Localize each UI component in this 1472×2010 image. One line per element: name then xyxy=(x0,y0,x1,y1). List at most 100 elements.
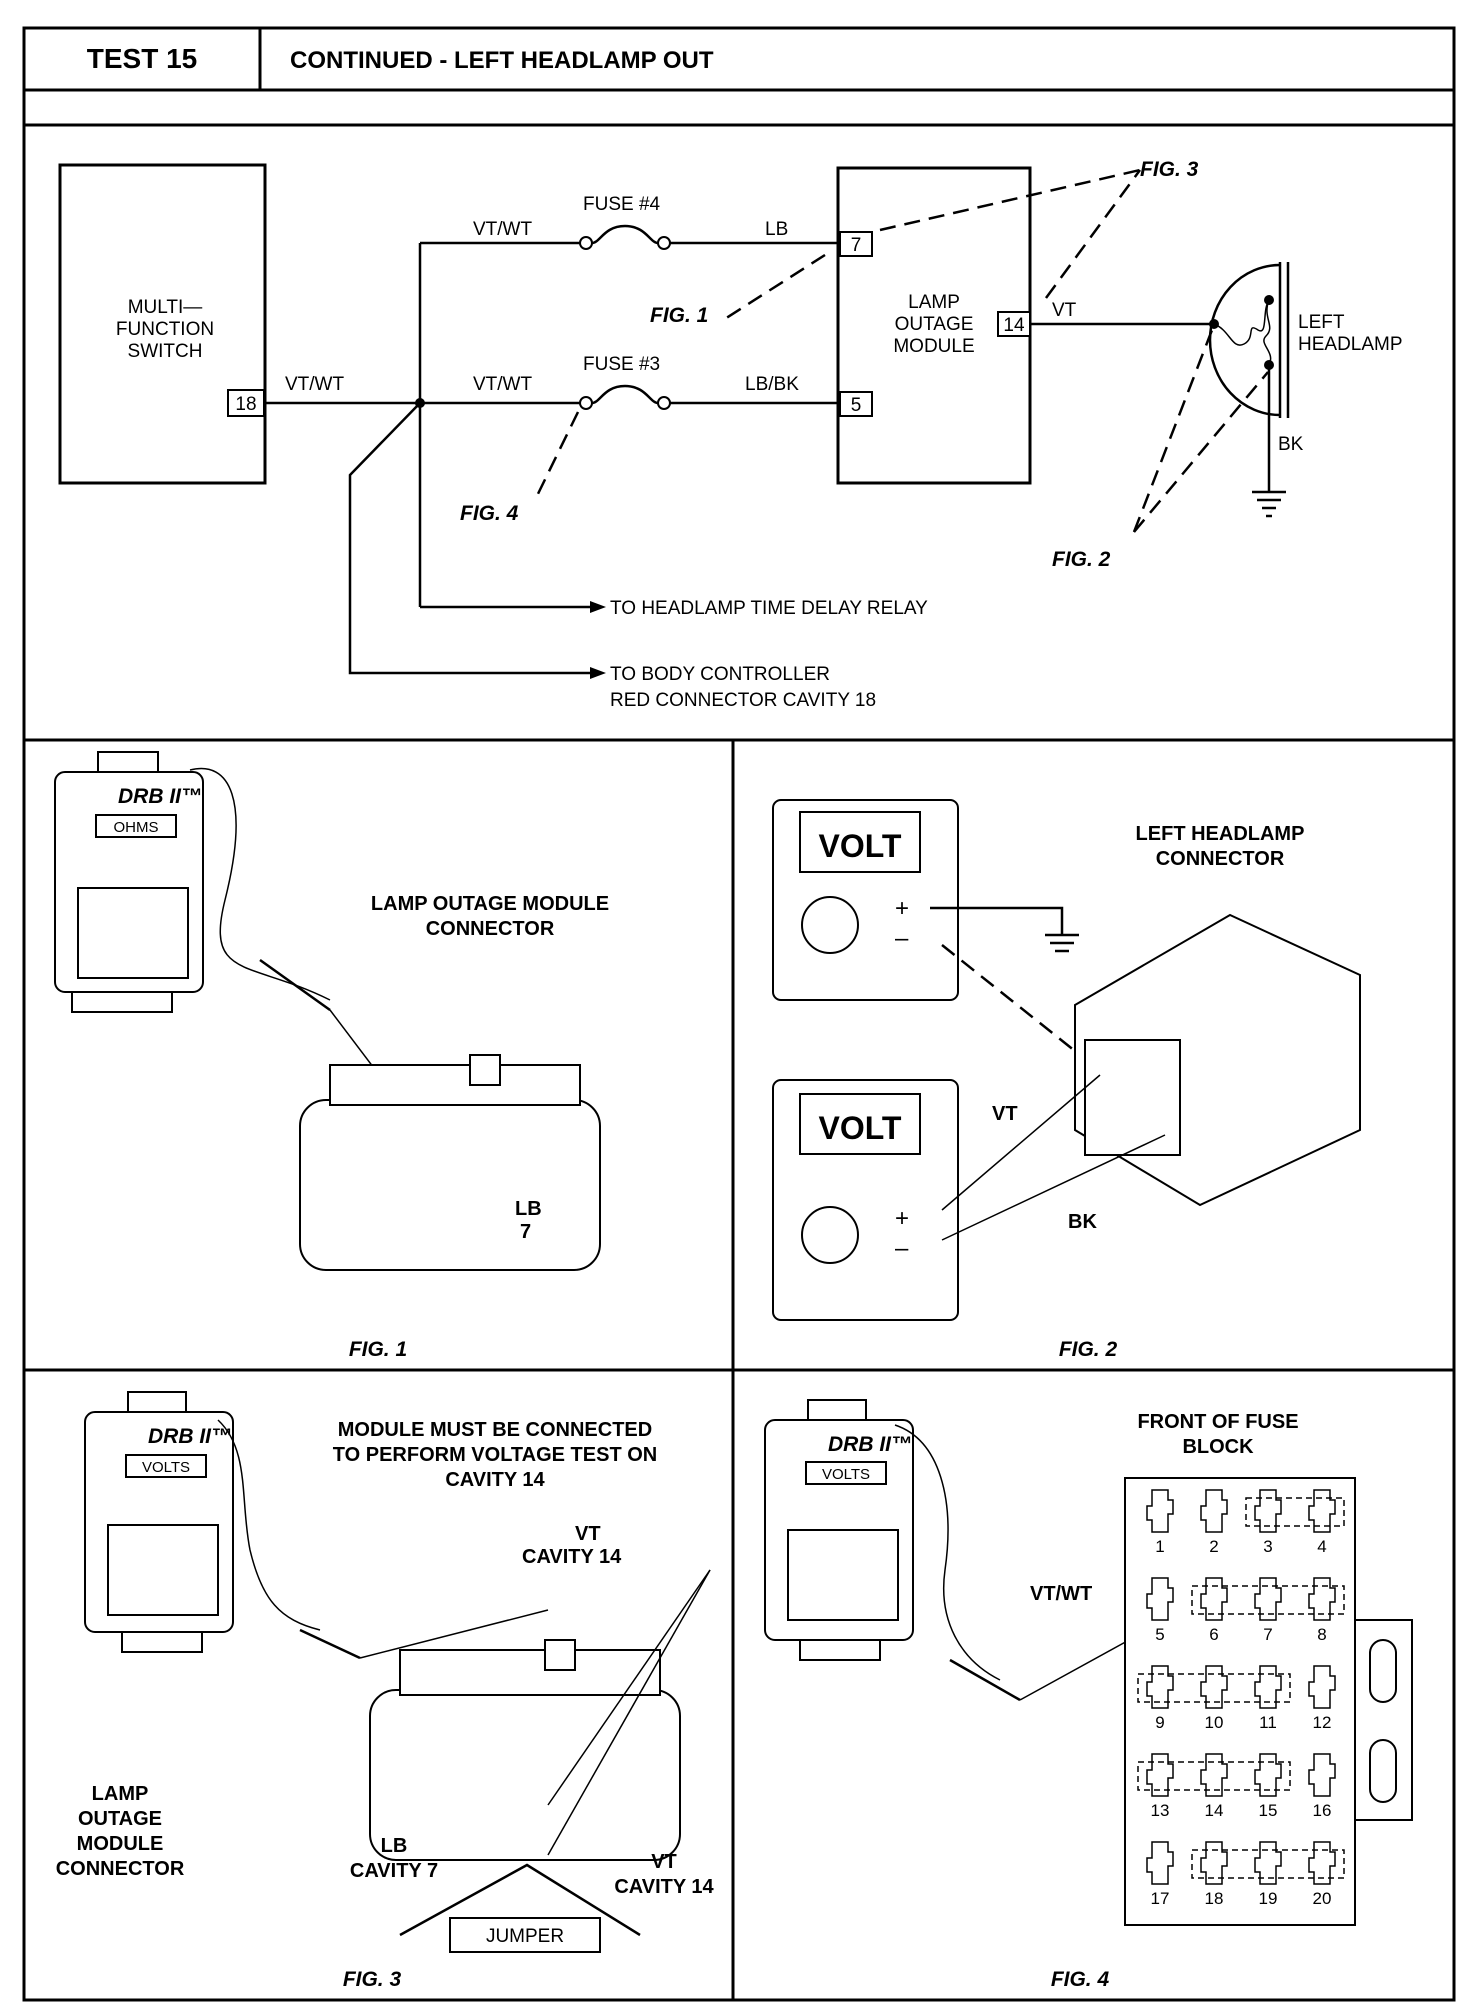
fig3-lb-2: CAVITY 7 xyxy=(350,1860,438,1882)
tester-brand: DRB II™ xyxy=(148,1425,232,1448)
wire-lb-label: LB xyxy=(765,219,788,240)
fuse-group-outline xyxy=(1191,1585,1345,1615)
lom-label-2: OUTAGE xyxy=(895,314,974,335)
headlamp-housing xyxy=(1208,263,1281,417)
fuse-number: 5 xyxy=(1155,1625,1164,1644)
fig1-caption: FIG. 1 xyxy=(349,1338,407,1361)
switch-label-3: SWITCH xyxy=(128,341,203,362)
fig2-wire-vt: VT xyxy=(992,1103,1018,1125)
wire-fuse3-in-label: VT/WT xyxy=(473,374,532,395)
fuse-cavity xyxy=(1254,1577,1282,1621)
ref-fig2: FIG. 2 xyxy=(1052,548,1111,571)
fuse-number: 16 xyxy=(1313,1801,1332,1820)
fuse-cavity xyxy=(1146,1665,1174,1709)
schematic: MULTI— FUNCTION SWITCH 18 VT/WT VT/WT VT… xyxy=(58,158,1403,711)
fig1-connector-label-2: CONNECTOR xyxy=(426,918,555,940)
drb-tester-fig1: DRB II™ OHMS xyxy=(54,751,204,1013)
probe xyxy=(259,958,331,1012)
fig3-vt-bottom-1: VT xyxy=(651,1851,677,1873)
fuse-cavity xyxy=(1146,1489,1174,1533)
ref-fig1: FIG. 1 xyxy=(650,304,708,327)
fig3-vt-top-1: VT xyxy=(575,1523,601,1545)
figure-2: VOLT VOLT + – + – LEFT HEADLAMP CONNECTO… xyxy=(772,799,1361,1361)
drb-tester-fig3: DRB II™ VOLTS xyxy=(84,1391,234,1653)
fig3-vt-top-2: CAVITY 14 xyxy=(522,1546,622,1568)
fig2-wire-bk: BK xyxy=(1068,1211,1097,1233)
fig3-caption: FIG. 3 xyxy=(343,1968,402,1991)
meter-text-lower: VOLT xyxy=(819,1110,902,1146)
switch-pin-18-box xyxy=(227,389,265,417)
lom-label-1: LAMP xyxy=(908,292,960,313)
fuse-cavity xyxy=(1308,1753,1336,1797)
switch-label-1: MULTI— xyxy=(128,297,203,318)
fuse-number: 8 xyxy=(1317,1625,1326,1644)
voltmeter-upper: VOLT xyxy=(772,799,959,1001)
headlamp-connector-fig2 xyxy=(1074,913,1361,1207)
fig4-title-1: FRONT OF FUSE xyxy=(1137,1411,1298,1433)
fuse-group-outline xyxy=(1191,1849,1345,1879)
fig3-jumper: JUMPER xyxy=(486,1926,564,1947)
fig1-pin-7: 7 xyxy=(520,1221,531,1243)
test-lead xyxy=(189,767,331,1001)
fuse-cavity xyxy=(1254,1665,1282,1709)
figure-3: DRB II™ VOLTS MODULE MUST BE CONNECTED T… xyxy=(56,1391,715,1991)
meter-text-upper: VOLT xyxy=(819,828,902,864)
tester-mode-volts: VOLTS xyxy=(142,1459,190,1476)
ref-fig4: FIG. 4 xyxy=(460,502,519,525)
to-body-controller-label-2: RED CONNECTOR CAVITY 18 xyxy=(610,690,876,711)
fig1-connector-label-1: LAMP OUTAGE MODULE xyxy=(371,893,609,915)
fuse-number: 18 xyxy=(1205,1889,1224,1908)
fuse-number: 19 xyxy=(1259,1889,1278,1908)
fig4-title-2: BLOCK xyxy=(1182,1436,1254,1458)
ref-fig3: FIG. 3 xyxy=(1140,158,1199,181)
wire-fuse4-in-label: VT/WT xyxy=(473,219,532,240)
fuse-cavity xyxy=(1146,1577,1174,1621)
figure-1: DRB II™ OHMS LAMP OUTAGE MODULE CONNECTO… xyxy=(54,751,609,1361)
lom-pin-14: 14 xyxy=(1003,315,1025,336)
fuse-cavity xyxy=(1200,1665,1228,1709)
fig3-lb-1: LB xyxy=(381,1835,408,1857)
voltmeter-lower: VOLT xyxy=(772,1079,959,1321)
switch-label-2: FUNCTION xyxy=(116,319,214,340)
probe xyxy=(949,1658,1021,1702)
fuse-group-outline xyxy=(1137,1673,1291,1703)
headlamp-label-2: HEADLAMP xyxy=(1298,334,1403,355)
lamp-outage-connector-fig1 xyxy=(299,1054,601,1271)
test-lead xyxy=(217,1419,321,1631)
upper-minus: – xyxy=(895,925,909,952)
fuse-cavity xyxy=(1308,1665,1336,1709)
lom-label-3: MODULE xyxy=(893,336,974,357)
fuse-number: 1 xyxy=(1155,1537,1164,1556)
fuse-group-outline xyxy=(1245,1497,1345,1527)
fuse-cavity xyxy=(1308,1577,1336,1621)
fuse-number: 4 xyxy=(1317,1537,1326,1556)
fig3-connector-label-2: OUTAGE xyxy=(78,1808,162,1830)
fuse3-label: FUSE #3 xyxy=(583,354,660,375)
fuse-number: 10 xyxy=(1205,1713,1224,1732)
fuse-cavity xyxy=(1200,1577,1228,1621)
fuse-cavity xyxy=(1146,1753,1174,1797)
jumper-box xyxy=(449,1917,601,1953)
tester-mode-ohms: OHMS xyxy=(114,819,159,836)
fuse-number: 3 xyxy=(1263,1537,1272,1556)
fig3-note-1: MODULE MUST BE CONNECTED xyxy=(338,1419,652,1441)
fuse-cavity xyxy=(1200,1753,1228,1797)
lom-pin-5: 5 xyxy=(851,395,862,416)
headlamp-label-1: LEFT xyxy=(1298,312,1345,333)
lamp-outage-connector-fig3 xyxy=(369,1639,681,1861)
fuse-cavity xyxy=(1146,1841,1174,1885)
wire-vt-label: VT xyxy=(1052,300,1077,321)
fuse-cavity xyxy=(1254,1489,1282,1533)
lower-plus: + xyxy=(895,1205,909,1232)
fuse-group-outline xyxy=(1137,1761,1291,1791)
wire-lb-bk-label: LB/BK xyxy=(745,374,799,395)
fig3-connector-label-4: CONNECTOR xyxy=(56,1858,185,1880)
fuse-number: 15 xyxy=(1259,1801,1278,1820)
fig3-connector-label-3: MODULE xyxy=(77,1833,164,1855)
fig1-pin-lb: LB xyxy=(515,1198,542,1220)
wire-bk-label: BK xyxy=(1278,434,1304,455)
tester-mode-volts: VOLTS xyxy=(822,1466,870,1483)
fuse-cavity xyxy=(1254,1841,1282,1885)
fuse4-label: FUSE #4 xyxy=(583,194,661,215)
